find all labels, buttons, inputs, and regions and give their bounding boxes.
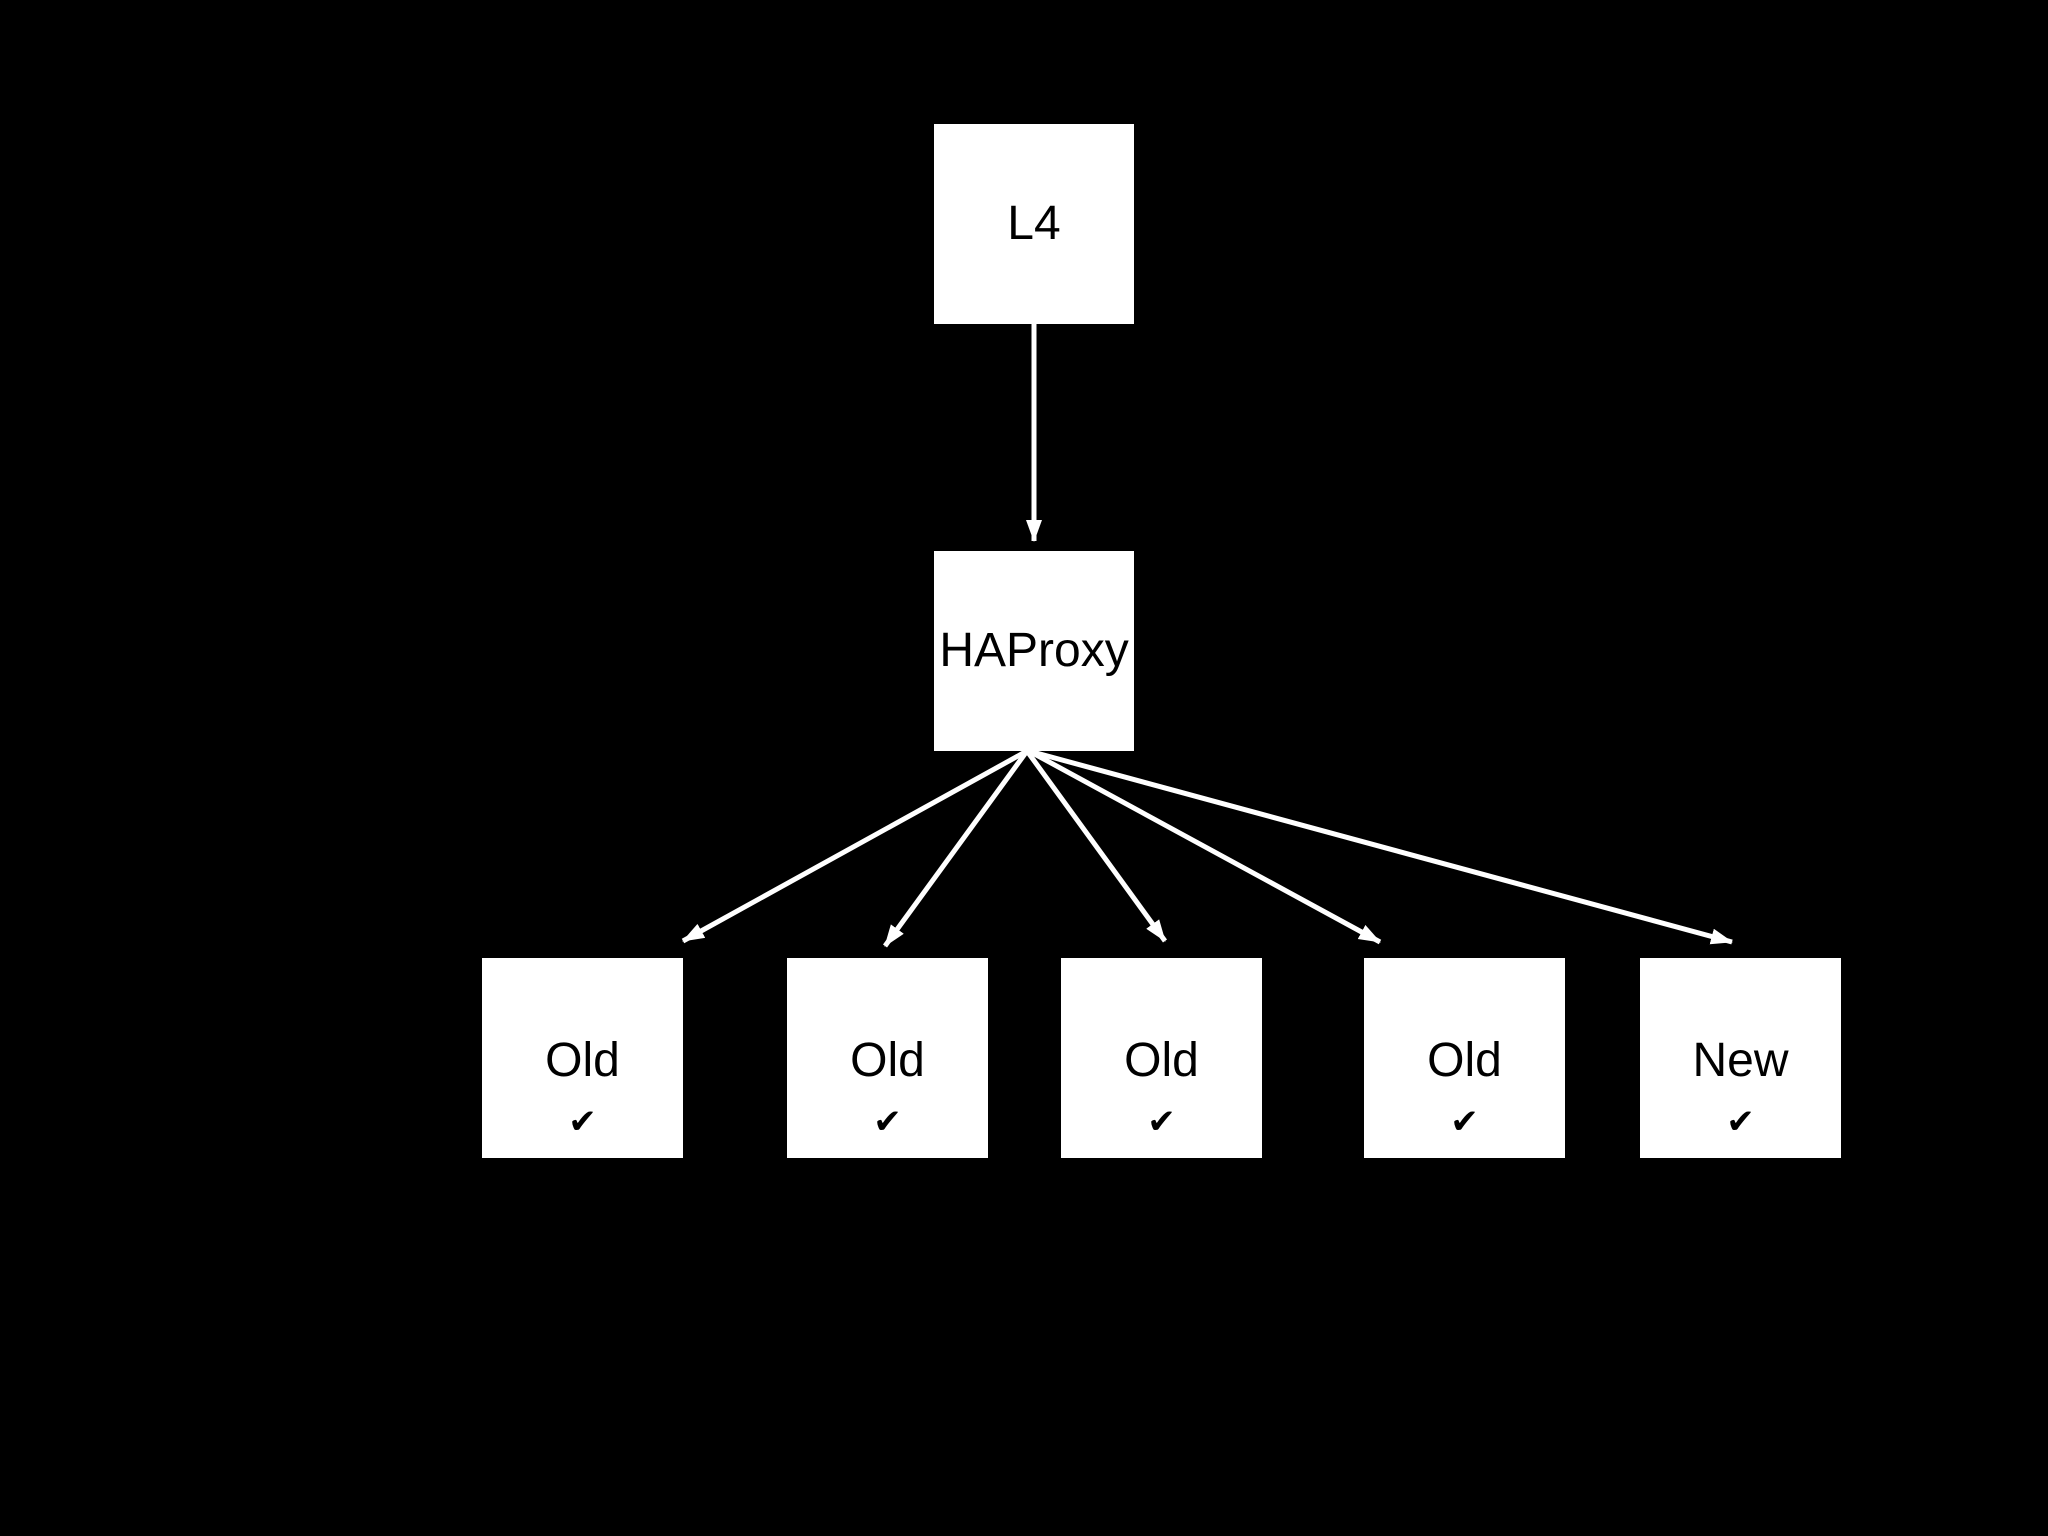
check-icon: ✔	[873, 1101, 902, 1142]
node-haproxy: HAProxy	[934, 551, 1134, 751]
check-icon: ✔	[1726, 1101, 1755, 1142]
edge-haproxy-to-backend-1	[681, 748, 1029, 944]
edge-haproxy-to-backend-4	[1027, 748, 1382, 945]
node-label: Old	[545, 1034, 620, 1088]
edge-haproxy-to-backend-5	[1028, 748, 1733, 945]
node-label: Old	[850, 1034, 925, 1088]
node-label: Old	[1124, 1034, 1199, 1088]
edge-haproxy-to-backend-3	[1024, 749, 1168, 943]
edge-haproxy-to-backend-2	[882, 749, 1030, 948]
check-icon: ✔	[1450, 1101, 1479, 1142]
check-icon: ✔	[568, 1101, 597, 1142]
node-l4-load-balancer: L4	[934, 124, 1134, 324]
node-backend-old-2: Old ✔	[787, 958, 988, 1158]
node-label: HAProxy	[939, 624, 1129, 678]
node-backend-old-1: Old ✔	[482, 958, 683, 1158]
node-backend-new: New ✔	[1640, 958, 1841, 1158]
node-backend-old-4: Old ✔	[1364, 958, 1565, 1158]
node-label: L4	[1007, 197, 1061, 251]
node-label: Old	[1427, 1034, 1502, 1088]
check-icon: ✔	[1147, 1101, 1176, 1142]
node-backend-old-3: Old ✔	[1061, 958, 1262, 1158]
node-label: New	[1692, 1034, 1789, 1088]
